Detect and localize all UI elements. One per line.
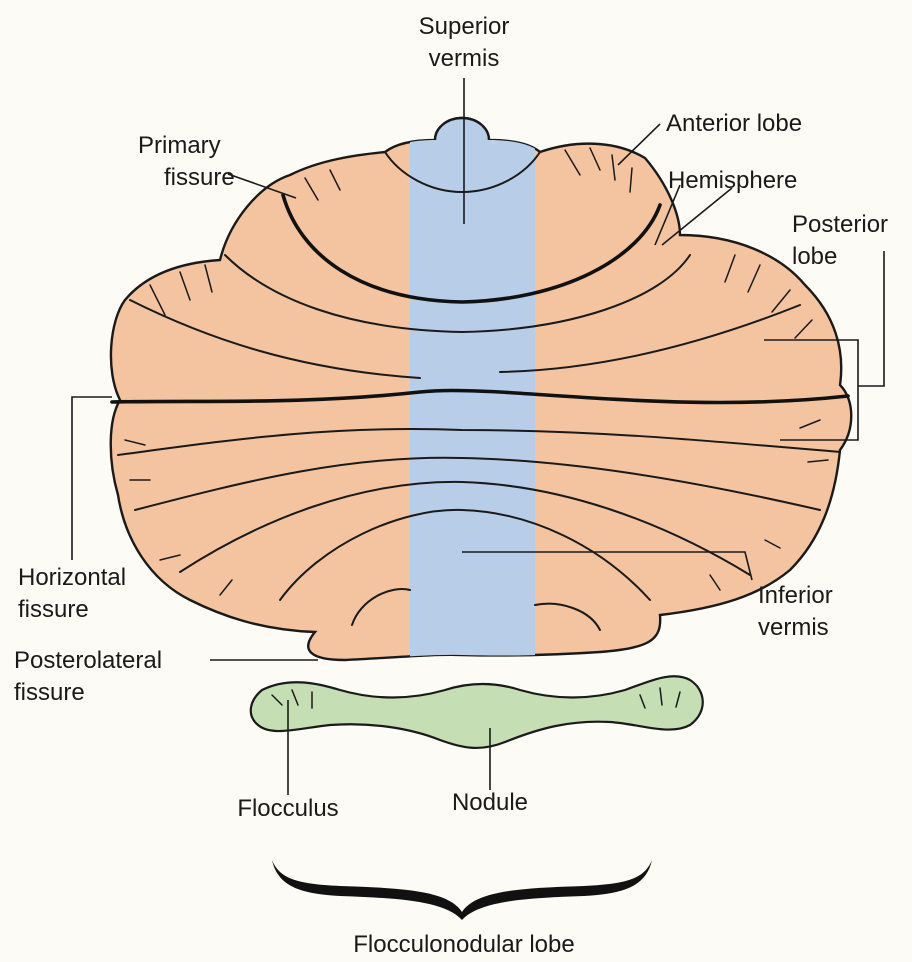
label-nodule: Nodule bbox=[452, 789, 528, 816]
label-superior-vermis-1: Superior bbox=[419, 13, 510, 40]
label-inferior-vermis-2: vermis bbox=[758, 614, 829, 641]
label-primary-fissure-1: Primary bbox=[138, 132, 221, 159]
label-posterior-lobe-1: Posterior bbox=[792, 211, 888, 238]
label-flocculus: Flocculus bbox=[237, 795, 338, 822]
label-posterior-lobe-2: lobe bbox=[792, 243, 837, 270]
label-posterolateral-fissure-1: Posterolateral bbox=[14, 647, 162, 674]
label-horizontal-fissure-1: Horizontal bbox=[18, 564, 126, 591]
label-superior-vermis-2: vermis bbox=[429, 45, 500, 72]
flocculonodular-brace bbox=[272, 860, 652, 920]
flocculonodular-lobe-shape bbox=[251, 676, 703, 748]
label-posterolateral-fissure-2: fissure bbox=[14, 679, 85, 706]
label-horizontal-fissure-2: fissure bbox=[18, 596, 89, 623]
label-primary-fissure-2: fissure bbox=[164, 164, 235, 191]
superior-vermis-bump bbox=[435, 118, 489, 140]
label-flocculonodular-lobe: Flocculonodular lobe bbox=[353, 931, 574, 958]
label-inferior-vermis-1: Inferior bbox=[758, 582, 833, 609]
label-anterior-lobe: Anterior lobe bbox=[666, 110, 802, 137]
label-hemisphere: Hemisphere bbox=[668, 167, 797, 194]
